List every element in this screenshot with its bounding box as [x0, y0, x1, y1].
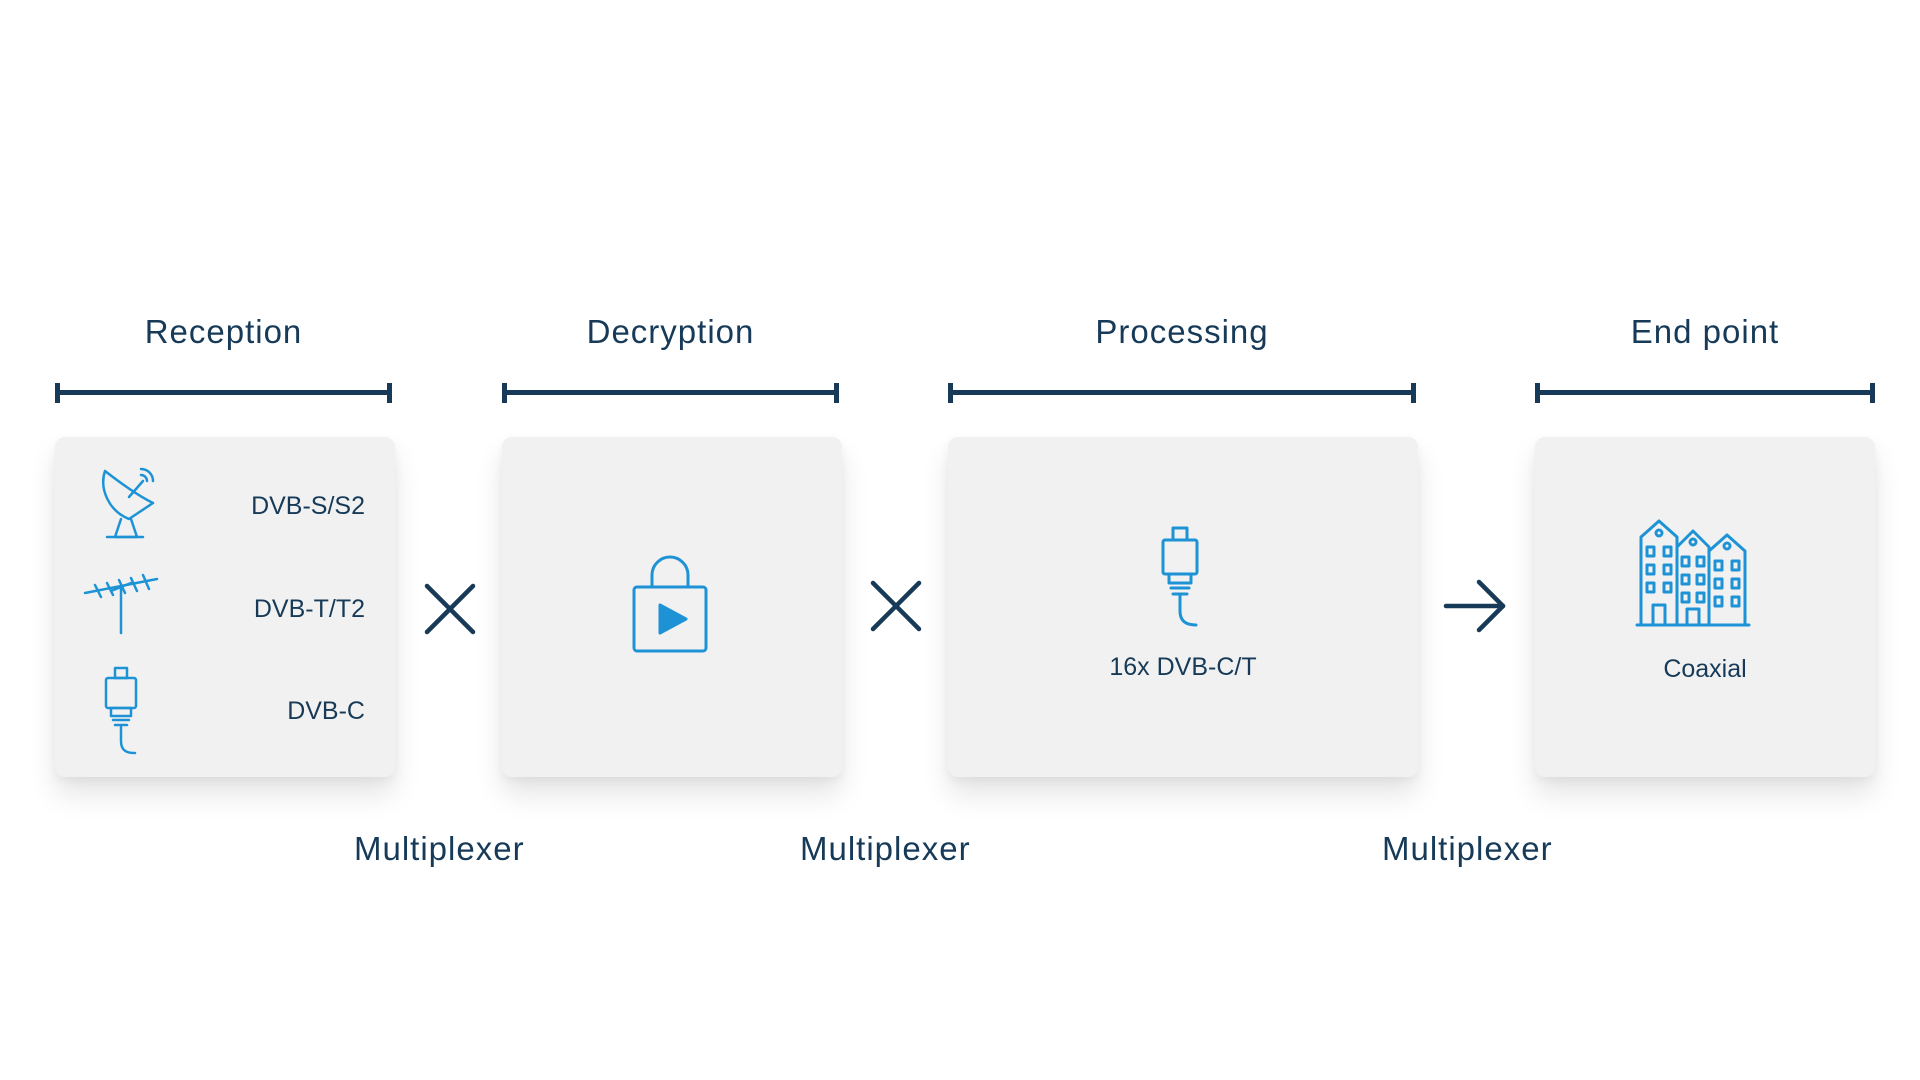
stage-heading-processing: Processing [1095, 313, 1269, 350]
coax-connector-icon [104, 666, 138, 755]
cross-icon [424, 583, 476, 635]
reception-box: DVB-S/S2 DVB-T/T2 DVB-C [55, 437, 395, 777]
signal-label-dvb-t: DVB-T/T2 [253, 595, 365, 623]
stage-heading-reception: Reception [144, 313, 303, 350]
end-point-box: Coaxial [1535, 437, 1875, 777]
signal-label-dvb-s: DVB-S/S2 [251, 492, 365, 520]
multiplexer-label-3: Multiplexer [1382, 830, 1553, 867]
unlocked-play-icon [632, 555, 708, 653]
stage-bracket-end-point [1535, 383, 1875, 403]
end-point-label: Coaxial [1663, 655, 1747, 683]
arrow-right-icon [1443, 579, 1506, 633]
processing-label: 16x DVB-C/T [1109, 653, 1257, 681]
coax-connector-icon [1161, 526, 1199, 627]
processing-box: 16x DVB-C/T [948, 437, 1418, 777]
buildings-icon [1635, 519, 1751, 627]
signal-label-dvb-c: DVB-C [287, 697, 365, 725]
stage-bracket-reception [55, 383, 392, 403]
stage-heading-decryption: Decryption [586, 313, 755, 350]
stage-heading-end-point: End point [1630, 313, 1780, 350]
cross-icon [870, 580, 922, 632]
multiplexer-label-2: Multiplexer [800, 830, 971, 867]
stage-bracket-processing [948, 383, 1416, 403]
satellite-dish-icon [102, 467, 155, 539]
decryption-box [502, 437, 842, 777]
stage-bracket-decryption [502, 383, 839, 403]
antenna-icon [83, 573, 159, 635]
multiplexer-label-1: Multiplexer [354, 830, 525, 867]
